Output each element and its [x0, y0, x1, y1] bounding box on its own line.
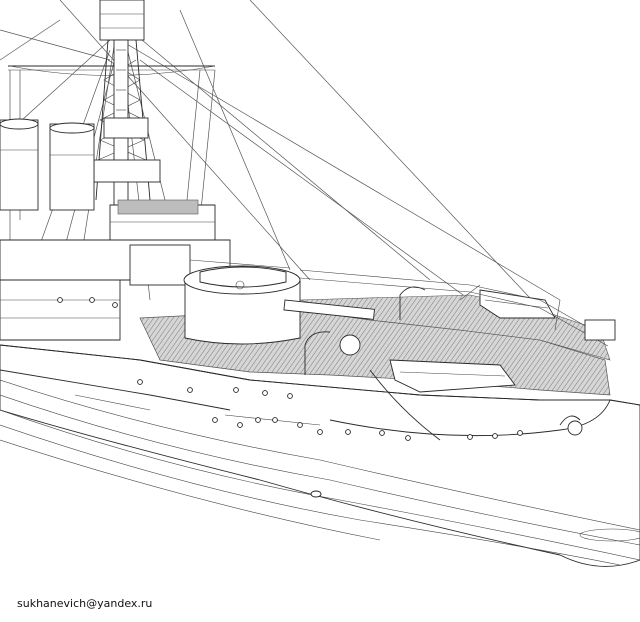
hull — [0, 344, 640, 567]
railings — [189, 259, 611, 347]
gun-turret — [183, 265, 376, 345]
bridge — [0, 199, 231, 341]
anchor-gear — [369, 319, 616, 441]
portholes — [57, 297, 523, 498]
author-credit: sukhanevich@yandex.ru — [17, 597, 153, 610]
boats — [389, 284, 561, 393]
ventilators — [304, 286, 426, 375]
funnels — [0, 118, 95, 211]
main-mast — [93, 0, 161, 211]
